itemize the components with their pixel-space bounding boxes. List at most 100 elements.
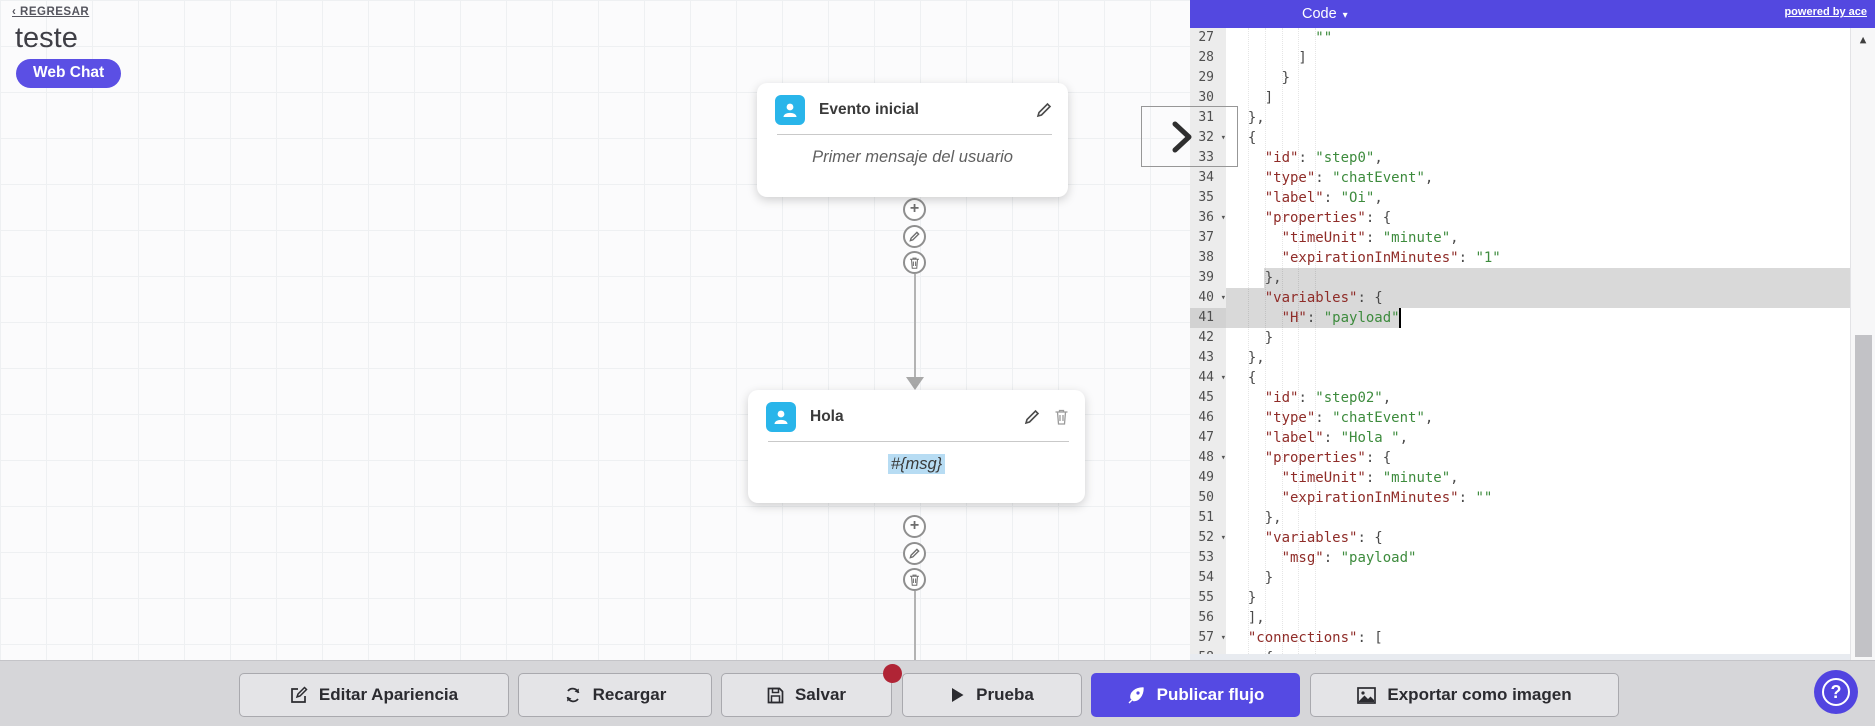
code-line[interactable]: "timeUnit": "minute", bbox=[1281, 230, 1459, 246]
code-line[interactable]: }, bbox=[1231, 110, 1265, 126]
test-button[interactable]: Prueba bbox=[902, 673, 1082, 717]
line-number[interactable]: 44▾ bbox=[1190, 368, 1226, 388]
line-number[interactable]: 54 bbox=[1198, 570, 1214, 585]
code-line[interactable]: } bbox=[1231, 330, 1274, 346]
line-number[interactable]: 29 bbox=[1198, 70, 1214, 85]
collapse-code-panel-button[interactable] bbox=[1141, 106, 1238, 167]
line-number[interactable]: 48▾ bbox=[1190, 448, 1226, 468]
fold-toggle-icon[interactable]: ▾ bbox=[1220, 633, 1226, 643]
line-number[interactable]: 56 bbox=[1198, 610, 1214, 625]
line-number[interactable]: 41 bbox=[1190, 308, 1226, 328]
line-number[interactable]: 43 bbox=[1198, 350, 1214, 365]
save-button[interactable]: Salvar bbox=[721, 673, 892, 717]
image-icon bbox=[1357, 686, 1377, 704]
editor-code-lines[interactable]: "" ] } ] }, { "id": "step0", "type": "ch… bbox=[1231, 28, 1850, 663]
node-body-text: Primer mensaje del usuario bbox=[812, 148, 1013, 166]
fold-toggle-icon[interactable]: ▾ bbox=[1220, 533, 1226, 543]
edit-node-icon[interactable] bbox=[1036, 102, 1052, 118]
code-line[interactable]: "id": "step0", bbox=[1264, 150, 1383, 166]
line-number[interactable]: 46 bbox=[1198, 410, 1214, 425]
line-number[interactable]: 55 bbox=[1198, 590, 1214, 605]
edit-connection-button[interactable] bbox=[903, 225, 926, 248]
add-step-button[interactable]: + bbox=[903, 198, 926, 221]
horizontal-scrollbar[interactable] bbox=[1190, 654, 1850, 663]
fold-toggle-icon[interactable]: ▾ bbox=[1220, 293, 1226, 303]
line-number[interactable]: 34 bbox=[1198, 170, 1214, 185]
code-line[interactable]: ], bbox=[1231, 610, 1265, 626]
code-line[interactable]: }, bbox=[1231, 270, 1282, 286]
delete-connection-button[interactable] bbox=[903, 568, 926, 591]
line-number[interactable]: 30 bbox=[1198, 90, 1214, 105]
help-button[interactable]: ? bbox=[1814, 670, 1858, 714]
delete-connection-button[interactable] bbox=[903, 251, 926, 274]
vertical-scrollbar-thumb[interactable] bbox=[1855, 335, 1872, 657]
flow-node-initial-event[interactable]: Evento inicial Primer mensaje del usuari… bbox=[757, 83, 1068, 197]
code-line[interactable]: ] bbox=[1231, 90, 1274, 106]
add-step-button[interactable]: + bbox=[903, 515, 926, 538]
fold-toggle-icon[interactable]: ▾ bbox=[1220, 453, 1226, 463]
line-number[interactable]: 36▾ bbox=[1190, 208, 1226, 228]
line-number[interactable]: 52▾ bbox=[1190, 528, 1226, 548]
code-mode-dropdown[interactable]: Code▾ bbox=[1302, 6, 1348, 22]
reload-button[interactable]: Recargar bbox=[518, 673, 712, 717]
line-number[interactable]: 57▾ bbox=[1190, 628, 1226, 648]
export-image-button[interactable]: Exportar como imagen bbox=[1310, 673, 1619, 717]
line-number[interactable]: 39 bbox=[1198, 270, 1214, 285]
code-line[interactable]: "H": "payload" bbox=[1281, 310, 1400, 326]
code-line[interactable]: "label": "Hola ", bbox=[1264, 430, 1409, 446]
code-line[interactable]: "type": "chatEvent", bbox=[1264, 410, 1434, 426]
scroll-up-icon[interactable]: ▲ bbox=[1859, 32, 1867, 46]
line-number[interactable]: 53 bbox=[1198, 550, 1214, 565]
code-editor[interactable]: 27 28 29 30 31 32▾ 33 34 35 36▾ 37 38 39 40▾41 42 43 44▾… bbox=[1190, 28, 1875, 663]
code-line[interactable]: "label": "Oi", bbox=[1264, 190, 1383, 206]
line-number[interactable]: 40▾ bbox=[1190, 288, 1226, 308]
line-number[interactable]: 35 bbox=[1198, 190, 1214, 205]
editor-gutter[interactable]: 27 28 29 30 31 32▾ 33 34 35 36▾ 37 38 39 40▾41 42 43 44▾… bbox=[1190, 28, 1226, 663]
vertical-scrollbar[interactable]: ▲ bbox=[1850, 28, 1875, 663]
edit-node-icon[interactable] bbox=[1024, 409, 1040, 425]
code-line[interactable]: "variables": { bbox=[1264, 530, 1383, 546]
line-number[interactable]: 47 bbox=[1198, 430, 1214, 445]
code-line[interactable]: } bbox=[1231, 70, 1291, 86]
code-line[interactable]: "id": "step02", bbox=[1264, 390, 1392, 406]
edit-connection-button[interactable] bbox=[903, 542, 926, 565]
line-number[interactable]: 37 bbox=[1198, 230, 1214, 245]
line-number[interactable]: 38 bbox=[1198, 250, 1214, 265]
fold-toggle-icon[interactable]: ▾ bbox=[1220, 373, 1226, 383]
line-number[interactable]: 28 bbox=[1198, 50, 1214, 65]
code-line[interactable]: ] bbox=[1231, 50, 1307, 66]
code-line[interactable]: "msg": "payload" bbox=[1281, 550, 1417, 566]
code-line[interactable]: "type": "chatEvent", bbox=[1264, 170, 1434, 186]
line-number[interactable]: 32▾ bbox=[1190, 128, 1226, 148]
code-line[interactable]: { bbox=[1231, 130, 1257, 146]
code-line[interactable]: "properties": { bbox=[1264, 450, 1392, 466]
line-number[interactable]: 51 bbox=[1198, 510, 1214, 525]
line-number[interactable]: 31 bbox=[1198, 110, 1214, 125]
code-line[interactable]: }, bbox=[1231, 350, 1265, 366]
line-number[interactable]: 45 bbox=[1198, 390, 1214, 405]
code-line[interactable]: { bbox=[1231, 370, 1257, 386]
delete-node-icon[interactable] bbox=[1054, 409, 1069, 425]
code-line[interactable]: "expirationInMinutes": "" bbox=[1281, 490, 1493, 506]
back-link[interactable]: ‹ REGRESAR bbox=[12, 6, 90, 18]
code-line[interactable]: "variables": { bbox=[1264, 290, 1383, 306]
line-number[interactable]: 49 bbox=[1198, 470, 1214, 485]
flow-node-hola[interactable]: Hola #{msg} bbox=[748, 390, 1085, 503]
fold-toggle-icon[interactable]: ▾ bbox=[1220, 133, 1226, 143]
powered-by-ace-link[interactable]: powered by ace bbox=[1784, 6, 1867, 18]
code-line[interactable]: "properties": { bbox=[1264, 210, 1392, 226]
line-number[interactable]: 50 bbox=[1198, 490, 1214, 505]
fold-toggle-icon[interactable]: ▾ bbox=[1220, 213, 1226, 223]
code-line[interactable]: }, bbox=[1231, 510, 1282, 526]
code-line[interactable]: "connections": [ bbox=[1247, 630, 1383, 646]
code-line[interactable]: "" bbox=[1315, 30, 1333, 46]
code-line[interactable]: } bbox=[1231, 570, 1274, 586]
publish-flow-button[interactable]: Publicar flujo bbox=[1091, 673, 1300, 717]
line-number[interactable]: 42 bbox=[1198, 330, 1214, 345]
code-line[interactable]: "expirationInMinutes": "1" bbox=[1281, 250, 1501, 266]
line-number[interactable]: 27 bbox=[1198, 30, 1214, 45]
edit-appearance-button[interactable]: Editar Apariencia bbox=[239, 673, 509, 717]
code-line[interactable]: "timeUnit": "minute", bbox=[1281, 470, 1459, 486]
code-line[interactable]: } bbox=[1231, 590, 1257, 606]
line-number[interactable]: 33 bbox=[1198, 150, 1214, 165]
